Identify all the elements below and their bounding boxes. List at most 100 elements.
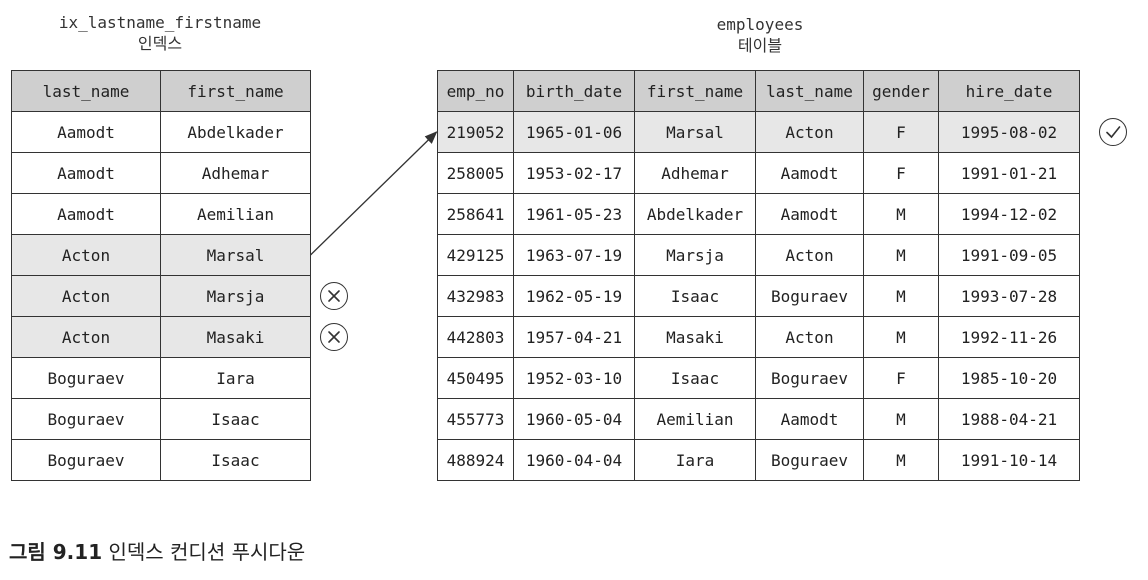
employees-cell-first-name: Isaac xyxy=(634,275,756,317)
employees-cell-last-name: Boguraev xyxy=(755,439,864,481)
employees-cell-emp-no: 450495 xyxy=(437,357,514,399)
employees-header-gender: gender xyxy=(863,70,939,112)
index-name: ix_lastname_firstname xyxy=(58,13,262,32)
employees-cell-last-name: Boguraev xyxy=(755,275,864,317)
index-cell-last-name: Aamodt xyxy=(11,152,161,194)
employees-cell-emp-no: 219052 xyxy=(437,111,514,153)
index-cell-first-name: Adhemar xyxy=(160,152,311,194)
figure-number: 그림 9.11 xyxy=(9,540,103,564)
index-type-label: 인덱스 xyxy=(137,34,183,53)
employees-cell-first-name: Iara xyxy=(634,439,756,481)
employees-cell-emp-no: 429125 xyxy=(437,234,514,276)
employees-header-emp-no: emp_no xyxy=(437,70,514,112)
employees-cell-first-name: Abdelkader xyxy=(634,193,756,235)
index-cell-first-name: Abdelkader xyxy=(160,111,311,153)
employees-header-last-name: last_name xyxy=(755,70,864,112)
index-cell-first-name: Isaac xyxy=(160,439,311,481)
employees-cell-gender: M xyxy=(863,193,939,235)
index-cell-last-name: Acton xyxy=(11,234,161,276)
employees-cell-hire-date: 1991-09-05 xyxy=(938,234,1080,276)
employees-cell-first-name: Marsja xyxy=(634,234,756,276)
employees-cell-first-name: Adhemar xyxy=(634,152,756,194)
x-circle-icon xyxy=(320,323,348,351)
index-cell-first-name: Marsal xyxy=(160,234,311,276)
index-cell-first-name: Aemilian xyxy=(160,193,311,235)
employees-cell-last-name: Aamodt xyxy=(755,193,864,235)
employees-cell-first-name: Aemilian xyxy=(634,398,756,440)
check-circle-icon xyxy=(1099,118,1127,146)
index-cell-last-name: Boguraev xyxy=(11,439,161,481)
table-type-label: 테이블 xyxy=(737,36,783,55)
employees-cell-birth-date: 1960-05-04 xyxy=(513,398,635,440)
employees-cell-hire-date: 1992-11-26 xyxy=(938,316,1080,358)
index-cell-first-name: Isaac xyxy=(160,398,311,440)
employees-cell-hire-date: 1993-07-28 xyxy=(938,275,1080,317)
employees-cell-gender: F xyxy=(863,152,939,194)
index-cell-first-name: Iara xyxy=(160,357,311,399)
x-circle-icon xyxy=(320,282,348,310)
figure-title: 인덱스 컨디션 푸시다운 xyxy=(108,540,306,564)
employees-cell-emp-no: 258005 xyxy=(437,152,514,194)
employees-header-hire-date: hire_date xyxy=(938,70,1080,112)
employees-cell-gender: M xyxy=(863,316,939,358)
employees-cell-last-name: Acton xyxy=(755,111,864,153)
employees-cell-gender: M xyxy=(863,439,939,481)
employees-cell-hire-date: 1988-04-21 xyxy=(938,398,1080,440)
employees-cell-first-name: Isaac xyxy=(634,357,756,399)
employees-cell-emp-no: 442803 xyxy=(437,316,514,358)
employees-cell-emp-no: 488924 xyxy=(437,439,514,481)
employees-cell-gender: F xyxy=(863,357,939,399)
employees-cell-gender: M xyxy=(863,398,939,440)
index-cell-last-name: Aamodt xyxy=(11,193,161,235)
employees-cell-hire-date: 1994-12-02 xyxy=(938,193,1080,235)
table-name: employees xyxy=(716,15,804,34)
employees-cell-last-name: Boguraev xyxy=(755,357,864,399)
employees-cell-gender: F xyxy=(863,111,939,153)
figure-caption: 그림 9.11 인덱스 컨디션 푸시다운 xyxy=(9,536,305,565)
employees-cell-birth-date: 1963-07-19 xyxy=(513,234,635,276)
employees-caption: employees 테이블 xyxy=(440,14,1080,56)
employees-cell-last-name: Aamodt xyxy=(755,152,864,194)
employees-cell-hire-date: 1991-01-21 xyxy=(938,152,1080,194)
index-cell-last-name: Acton xyxy=(11,316,161,358)
index-cell-first-name: Masaki xyxy=(160,316,311,358)
employees-cell-first-name: Marsal xyxy=(634,111,756,153)
employees-cell-birth-date: 1962-05-19 xyxy=(513,275,635,317)
employees-cell-emp-no: 432983 xyxy=(437,275,514,317)
index-cell-last-name: Acton xyxy=(11,275,161,317)
employees-cell-emp-no: 455773 xyxy=(437,398,514,440)
employees-cell-birth-date: 1952-03-10 xyxy=(513,357,635,399)
index-cell-last-name: Aamodt xyxy=(11,111,161,153)
employees-cell-birth-date: 1961-05-23 xyxy=(513,193,635,235)
employees-cell-hire-date: 1985-10-20 xyxy=(938,357,1080,399)
employees-cell-last-name: Acton xyxy=(755,234,864,276)
index-cell-last-name: Boguraev xyxy=(11,357,161,399)
employees-cell-gender: M xyxy=(863,275,939,317)
employees-header-first-name: first_name xyxy=(634,70,756,112)
index-cell-last-name: Boguraev xyxy=(11,398,161,440)
employees-cell-birth-date: 1953-02-17 xyxy=(513,152,635,194)
index-caption: ix_lastname_firstname 인덱스 xyxy=(20,12,300,54)
employees-cell-birth-date: 1960-04-04 xyxy=(513,439,635,481)
